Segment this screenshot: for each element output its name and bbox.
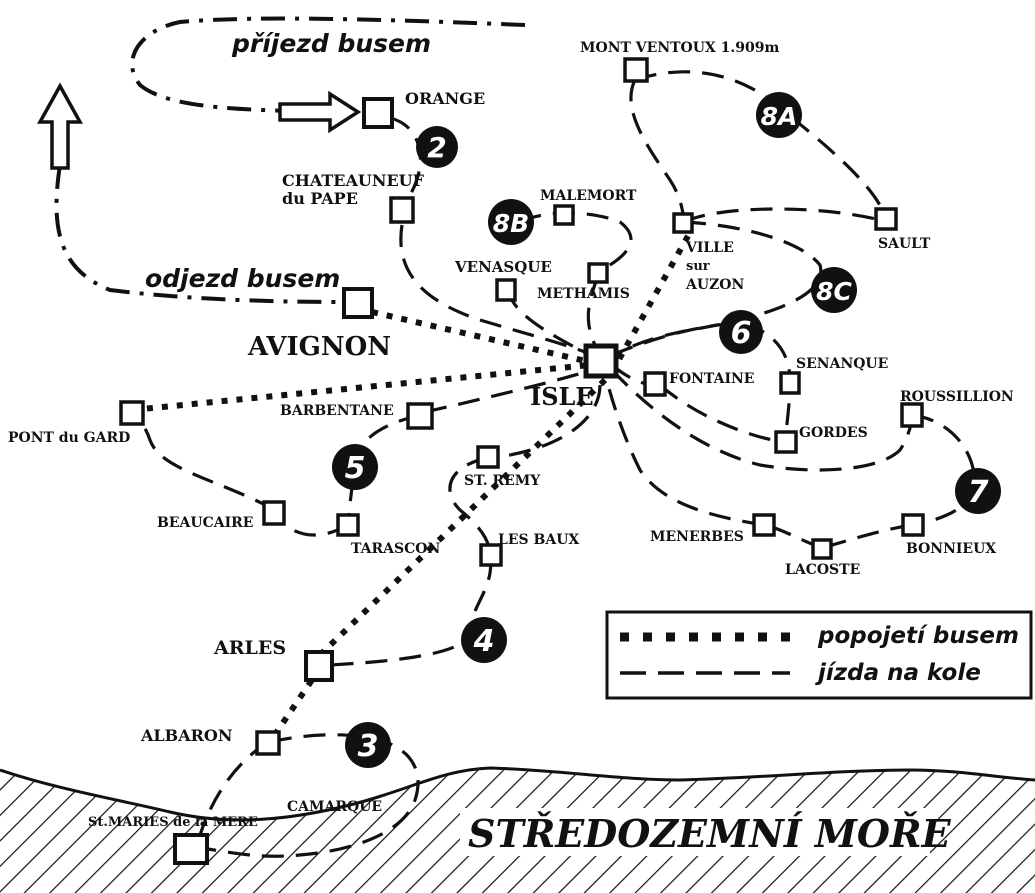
label-gordes: GORDES bbox=[799, 425, 868, 441]
sea-label: STŘEDOZEMNÍ MOŘE bbox=[468, 811, 952, 856]
stage-badge-5: 5 bbox=[332, 444, 378, 490]
town-marker-pont-du-gard bbox=[119, 400, 145, 426]
label-venasque: VENASQUE bbox=[454, 258, 552, 276]
town-marker-fontaine bbox=[643, 371, 667, 397]
label-ville-1: VILLE bbox=[685, 240, 734, 256]
label-chateauneuf-1: CHATEAUNEUF bbox=[282, 171, 425, 190]
svg-text:2: 2 bbox=[427, 131, 446, 164]
svg-text:4: 4 bbox=[473, 624, 495, 659]
town-marker-st-maries bbox=[173, 833, 209, 865]
town-marker-albaron bbox=[255, 730, 281, 756]
label-avignon: AVIGNON bbox=[247, 332, 391, 362]
svg-text:5: 5 bbox=[345, 451, 366, 486]
town-marker-isle bbox=[583, 343, 619, 379]
label-isle: ISLE bbox=[530, 382, 594, 411]
departure-route-label: odjezd busem bbox=[145, 264, 340, 293]
label-les-baux: LES BAUX bbox=[498, 532, 579, 548]
bus-routes bbox=[54, 16, 526, 304]
svg-text:6: 6 bbox=[731, 316, 752, 351]
town-marker-lacoste bbox=[811, 538, 833, 560]
bus-arrows bbox=[37, 82, 362, 170]
town-marker-gordes bbox=[774, 430, 798, 454]
label-malemort: MALEMORT bbox=[540, 188, 637, 204]
label-barbentane: BARBENTANE bbox=[280, 403, 394, 419]
label-lacoste: LACOSTE bbox=[785, 562, 860, 578]
bus-transfer-lines bbox=[131, 234, 691, 744]
label-sault: SAULT bbox=[878, 236, 931, 252]
town-marker-tarascon bbox=[336, 513, 360, 537]
town-labels: ORANGE CHATEAUNEUF du PAPE MONT VENTOUX … bbox=[8, 40, 1014, 830]
label-camarque: CAMARQUE bbox=[287, 799, 382, 815]
svg-text:8B: 8B bbox=[493, 209, 529, 238]
svg-text:8A: 8A bbox=[761, 102, 798, 131]
label-chateauneuf-2: du PAPE bbox=[282, 189, 358, 208]
label-fontaine: FONTAINE bbox=[669, 371, 754, 387]
svg-text:7: 7 bbox=[968, 475, 989, 510]
label-mont-ventoux: MONT VENTOUX 1.909m bbox=[580, 40, 780, 56]
town-marker-malemort bbox=[553, 204, 575, 226]
town-marker-roussillion bbox=[900, 402, 924, 428]
legend-bike-label: jízda na kole bbox=[815, 660, 981, 686]
label-st-remy: ST. REMY bbox=[464, 473, 541, 489]
stage-badge-4: 4 bbox=[461, 617, 507, 663]
label-orange: ORANGE bbox=[405, 89, 485, 108]
label-bonnieux: BONNIEUX bbox=[906, 541, 996, 557]
town-marker-ville-sur-auzon bbox=[672, 212, 694, 234]
town-marker-orange bbox=[362, 97, 394, 129]
town-marker-arles bbox=[304, 650, 334, 682]
town-marker-menerbes bbox=[752, 513, 776, 537]
town-marker-les-baux bbox=[479, 543, 503, 567]
town-marker-avignon bbox=[342, 287, 374, 319]
label-pont-du-gard: PONT du GARD bbox=[8, 430, 130, 446]
town-marker-mont-ventoux bbox=[623, 57, 649, 83]
label-methamis: METHAMIS bbox=[537, 286, 630, 302]
stage-badge-2: 2 bbox=[416, 126, 458, 168]
svg-text:8C: 8C bbox=[816, 277, 852, 306]
label-ville-2: sur bbox=[686, 259, 710, 274]
town-marker-sault bbox=[874, 207, 898, 231]
label-arles: ARLES bbox=[213, 637, 286, 659]
legend-bus-label: popojetí busem bbox=[817, 623, 1019, 649]
label-senanque: SENANQUE bbox=[796, 356, 888, 372]
town-marker-beaucaire bbox=[262, 500, 286, 526]
town-marker-senanque bbox=[779, 371, 801, 395]
arrival-route-label: příjezd busem bbox=[231, 29, 431, 58]
sea-area: STŘEDOZEMNÍ MOŘE bbox=[0, 766, 1035, 893]
label-roussillion: ROUSSILLION bbox=[900, 389, 1014, 405]
label-beaucaire: BEAUCAIRE bbox=[157, 515, 253, 531]
stage-badge-3: 3 bbox=[345, 722, 391, 768]
label-st-maries: St.MARIES de la MERE bbox=[88, 815, 258, 830]
stage-badges: 2 3 4 5 6 7 8A 8B 8C bbox=[332, 92, 1001, 768]
town-marker-bonnieux bbox=[901, 513, 925, 537]
stage-badge-8a: 8A bbox=[756, 92, 802, 138]
town-marker-venasque bbox=[495, 278, 517, 302]
label-tarascon: TARASCON bbox=[351, 541, 440, 557]
town-marker-barbentane bbox=[406, 402, 434, 430]
town-marker-st-remy bbox=[476, 445, 500, 469]
town-markers bbox=[119, 57, 925, 865]
label-ville-3: AUZON bbox=[685, 277, 744, 293]
svg-text:3: 3 bbox=[358, 729, 379, 764]
town-marker-chateauneuf bbox=[389, 196, 415, 224]
stage-badge-6: 6 bbox=[719, 310, 763, 354]
stage-badge-8c: 8C bbox=[811, 267, 857, 313]
label-menerbes: MENERBES bbox=[650, 529, 744, 545]
label-albaron: ALBARON bbox=[140, 726, 232, 745]
stage-badge-7: 7 bbox=[955, 468, 1001, 514]
stage-badge-8b: 8B bbox=[488, 199, 534, 245]
legend: popojetí busem jízda na kole bbox=[605, 610, 1033, 700]
town-marker-methamis bbox=[587, 262, 609, 284]
